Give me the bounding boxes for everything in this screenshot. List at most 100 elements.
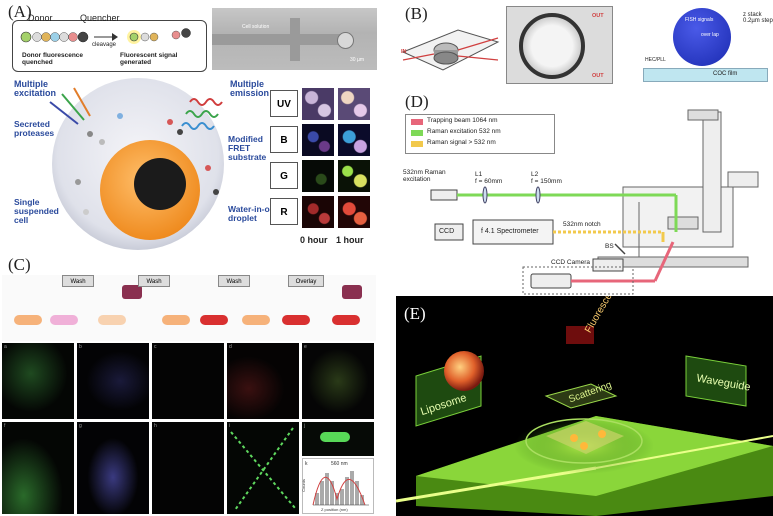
b-out2-label: OUT (592, 73, 604, 79)
raman-excitation-label: 532nm Raman excitation (403, 169, 446, 183)
panel-e: (E) Fluorescence Scattering Liposome Wav… (396, 296, 773, 516)
fret-schematic (12, 20, 207, 72)
tile-d (227, 343, 299, 419)
legend-swatch-trapping (411, 119, 423, 125)
uv-1h-image (338, 88, 370, 120)
legend-swatch-raman-sig (411, 141, 423, 147)
uv-0h-image (302, 88, 334, 120)
panel-a-label: (A) (8, 2, 32, 21)
panel-c: (C) Wash Wash Wash Overlay a b c d e f g… (0, 255, 380, 516)
tile-g-letter: g (79, 423, 82, 429)
channel-g-tag: G (270, 162, 298, 189)
legend-swatch-raman-exc (411, 130, 423, 136)
l1-label: L1 f = 60mm (475, 171, 503, 185)
tile-c-letter: c (154, 344, 157, 350)
histogram-bars (312, 471, 369, 506)
coc-label: COC film (713, 71, 738, 77)
legend-raman-sig-label: Raman signal > 532 nm (427, 139, 496, 146)
single-cell-label: Single suspended cell (14, 197, 59, 225)
zstack-label: z stack 0.2µm step (743, 12, 773, 25)
panel-a: (A) Donor Quencher cleavage Donor fluore… (0, 0, 380, 255)
cell-solution-label: Cell solution (242, 24, 270, 30)
wash-arrow-2: Wash (138, 275, 170, 287)
water-in-oil-label: Water-in-oil droplet (228, 204, 275, 223)
b-in-label: IN (401, 49, 407, 55)
tile-g (77, 422, 149, 514)
tile-f (2, 422, 74, 514)
tile-j (302, 422, 374, 456)
overlay-arrow: Overlay (288, 275, 324, 287)
droplet-illustration (49, 78, 224, 250)
chip-schematic (401, 29, 500, 71)
cleavage-label: cleavage (92, 42, 117, 48)
time-0-label: 0 hour (300, 235, 328, 245)
tile-h (152, 422, 224, 514)
multiple-excitation-label: Multiple excitation (14, 79, 57, 99)
tile-b (77, 343, 149, 419)
coc-film (643, 68, 768, 82)
channel-r-tag: R (270, 198, 298, 225)
hist-k-letter: k (305, 461, 308, 467)
ccd-label: CCD (439, 228, 455, 235)
g-1h-image (338, 160, 370, 192)
fish-sphere (673, 8, 731, 66)
b-0h-image (302, 124, 334, 156)
g-0h-image (302, 160, 334, 192)
channel-uv-tag: UV (270, 90, 298, 117)
hist-xlabel: Z position (nm) (321, 507, 348, 512)
tile-e-letter: e (304, 344, 307, 350)
time-1-label: 1 hour (336, 235, 364, 245)
overlap-label: over lap (701, 32, 719, 38)
panel-e-label: (E) (404, 304, 426, 323)
modified-fret-label: Modified FRET substrate (228, 134, 267, 162)
legend-trapping-label: Trapping beam 1064 nm (427, 117, 498, 124)
donor-label: Donor (28, 13, 53, 23)
tile-d-letter: d (229, 344, 232, 350)
tile-h-letter: h (154, 423, 157, 429)
multiple-emission-label: Multiple emission (230, 79, 270, 99)
laser-legend (405, 114, 555, 154)
trap-micrograph (506, 6, 613, 84)
r-1h-image (338, 196, 370, 228)
r-0h-image (302, 196, 334, 228)
tile-a (2, 343, 74, 419)
fish-signals-label: FISH signals (685, 17, 714, 23)
tile-a-letter: a (4, 344, 7, 350)
tile-j-letter: j (304, 423, 306, 429)
panel-b-label: (B) (405, 4, 428, 23)
panel-c-label: (C) (8, 255, 31, 274)
channel-b-tag: B (270, 126, 298, 153)
panel-d: (D) Trapping beam 1064 nm Raman excitati… (393, 92, 773, 297)
tile-i (227, 422, 299, 514)
tile-e (302, 343, 374, 419)
tile-f-letter: f (4, 423, 6, 429)
histogram-k: 560 nm Z position (nm) k Counts (300, 458, 374, 514)
notch-label: 532nm notch (563, 221, 601, 228)
wash-arrow-1: Wash (62, 275, 94, 287)
waveguide-scene (396, 326, 773, 516)
b-out1-label: OUT (592, 13, 604, 19)
panel-d-label: (D) (405, 92, 429, 111)
wash-arrow-3: Wash (218, 275, 250, 287)
hist-title: 560 nm (331, 461, 348, 467)
scale-label: 30 µm (350, 57, 364, 63)
tile-b-letter: b (79, 344, 82, 350)
quencher-label: Quencher (80, 13, 120, 23)
hist-ylabel: Counts (300, 479, 306, 492)
secreted-proteases-label: Secreted proteases (14, 119, 55, 138)
hec-label: HEC/PLL (645, 57, 666, 63)
optical-setup (430, 109, 759, 295)
ccd-camera-label: CCD Camera (551, 259, 591, 266)
b-1h-image (338, 124, 370, 156)
tile-i-letter: i (229, 423, 231, 429)
quenched-label: Donor fluorescence quenched (22, 52, 84, 66)
panel-b: (B) IN OUT OUT FISH signals over lap z s… (393, 0, 773, 90)
l2-label: L2 f = 150mm (531, 171, 562, 185)
generated-label: Fluorescent signal generated (120, 52, 178, 66)
tile-i-filaments (230, 427, 296, 511)
spectrometer-label: f 4.1 Spectrometer (481, 228, 539, 235)
tile-c (152, 343, 224, 419)
microfluidic-photo: Cell solution 30 µm (212, 8, 377, 70)
fret-beads (20, 28, 191, 44)
bs-label: BS (605, 243, 614, 250)
